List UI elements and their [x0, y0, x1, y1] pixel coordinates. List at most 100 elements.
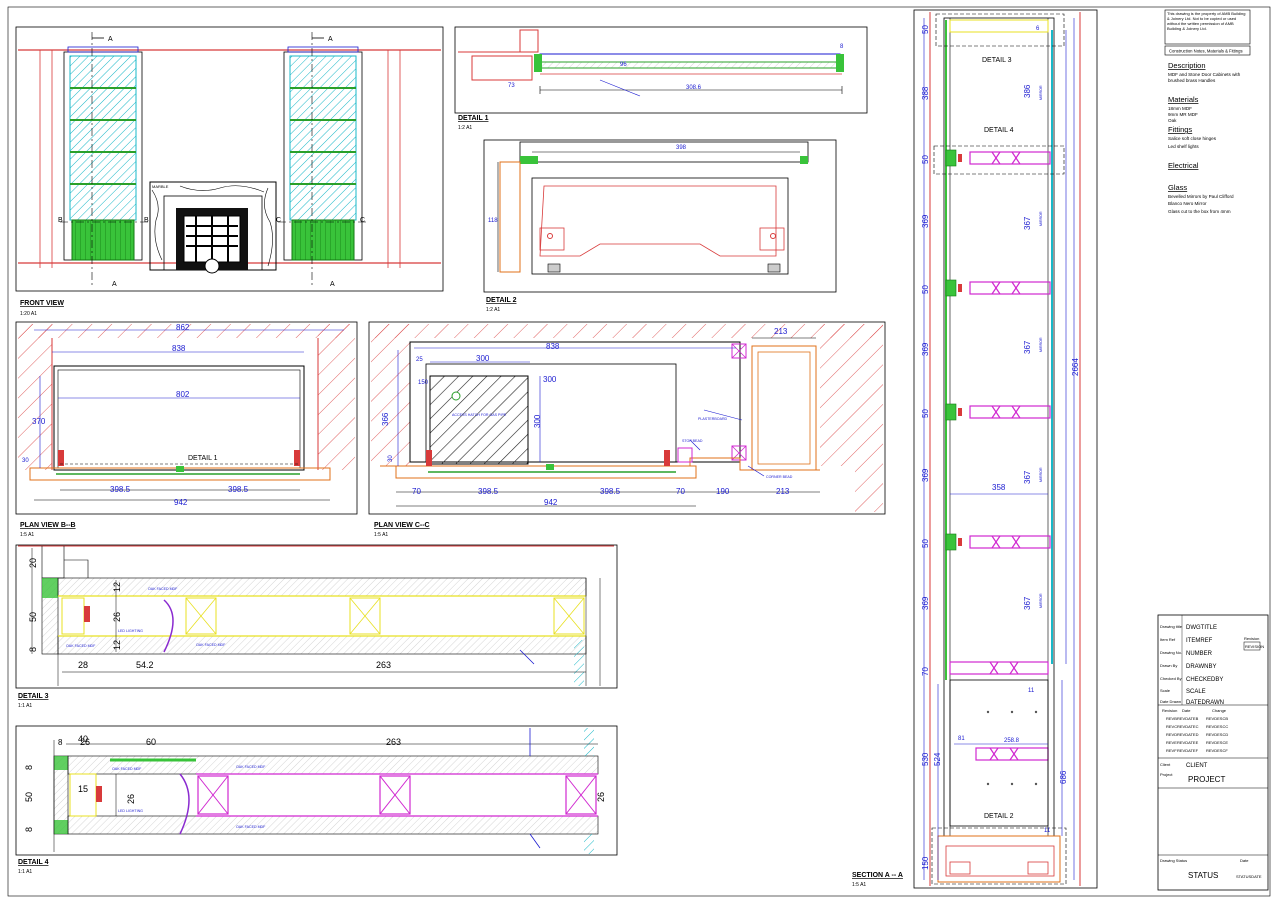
- dim-cc-838: 838: [546, 342, 560, 351]
- client-label: Client: [1160, 762, 1171, 767]
- label-detail-4: DETAIL 4: [18, 859, 49, 866]
- dim-s-2588: 258.8: [1004, 738, 1020, 744]
- marker-c-1: C: [276, 217, 281, 224]
- dim-bb-370: 370: [32, 417, 46, 426]
- detail-1: [454, 26, 868, 114]
- dim-s-50b: 50: [921, 155, 930, 164]
- dim-d3-263: 263: [376, 660, 391, 670]
- dim-s-11a: 11: [1028, 688, 1035, 694]
- section-aa: [913, 9, 1098, 889]
- detail-2: [483, 139, 837, 293]
- dim-cc-70a: 70: [412, 487, 421, 496]
- dim-bb-802: 802: [176, 390, 190, 399]
- dim-d4-8: 8: [58, 738, 63, 747]
- callout-access-hatch: ACCESS HATCH FOR GAS PIPE: [452, 413, 507, 417]
- copyright-text: This drawing is the property of AMB Buil…: [1167, 11, 1246, 31]
- tb-label-4: Checked By: [1160, 676, 1182, 681]
- dim-s-50d: 50: [921, 409, 930, 418]
- rev-desc-3: REVDESCE: [1206, 740, 1228, 745]
- dim-s-524: 524: [933, 752, 942, 766]
- dim-d3-20: 20: [28, 558, 38, 568]
- marker-a-1: A: [108, 36, 113, 43]
- callout-s-detail-4: DETAIL 4: [984, 127, 1014, 134]
- dim-cc-150: 150: [418, 380, 429, 386]
- tb-value-0: DWGTITLE: [1186, 625, 1217, 631]
- dim-d1-96: 96: [620, 62, 627, 68]
- materials-line-1: 18mm MDF: [1168, 106, 1192, 111]
- electrical-title: Electrical: [1168, 161, 1199, 170]
- marker-b-1: B: [58, 217, 63, 224]
- callout-s-mirror-2: MIRROR: [1039, 211, 1043, 226]
- dim-cc-25: 25: [416, 357, 423, 363]
- tb-label-5: Scale: [1160, 688, 1171, 693]
- callout-s-mirror-4: MIRROR: [1039, 467, 1043, 482]
- dim-s-367a: 367: [1023, 216, 1032, 230]
- dim-cc-300c: 300: [533, 414, 542, 428]
- tb-value-5: SCALE: [1186, 689, 1206, 695]
- description-title: Description: [1168, 61, 1206, 70]
- marker-a-2: A: [328, 36, 333, 43]
- tb-value-1: ITEMREF: [1186, 638, 1213, 644]
- dim-s-81: 81: [958, 736, 965, 742]
- project-label: Project: [1160, 772, 1173, 777]
- dim-d1-73: 73: [508, 83, 515, 89]
- marker-c-2: C: [360, 217, 365, 224]
- marker-a-4: A: [330, 281, 335, 288]
- dim-bb-862: 862: [176, 323, 190, 332]
- dim-bb-942: 942: [174, 498, 188, 507]
- dim-cc-3985b: 398.5: [600, 487, 621, 496]
- tb-label-3: Drawn By: [1160, 663, 1177, 668]
- callout-plasterboard: PLASTERBOARD: [698, 417, 728, 421]
- scale-section-aa: 1:5 A1: [852, 882, 866, 888]
- rev-desc-1: REVDESCC: [1206, 724, 1228, 729]
- dim-d3-8: 8: [28, 647, 38, 652]
- callout-corner-bead: CORNER BEAD: [766, 475, 793, 479]
- materials-line-3: Oak: [1168, 118, 1177, 123]
- dim-d3-542: 54.2: [136, 660, 154, 670]
- callout-d3-oak-top: OAK FACED MDF: [148, 587, 178, 591]
- dim-s-367b: 367: [1023, 340, 1032, 354]
- dim-s-369a: 369: [921, 214, 930, 228]
- callout-d3-oak-bottom: OAK FACED MDF: [196, 643, 226, 647]
- label-plan-bb: PLAN VIEW B--B: [20, 522, 76, 529]
- rev-desc-0: REVDESCB: [1206, 716, 1228, 721]
- dim-s-369d: 369: [921, 596, 930, 610]
- dim-cc-366: 366: [381, 412, 390, 426]
- scale-detail-1: 1:2 A1: [458, 125, 472, 131]
- dim-d4-50: 50: [24, 792, 34, 802]
- fittings-title: Fittings: [1168, 125, 1192, 134]
- rev-header-1: Date: [1182, 708, 1191, 713]
- dim-d4-8b: 8: [24, 765, 34, 770]
- dim-s-388: 388: [921, 86, 930, 100]
- dim-bb-838: 838: [172, 344, 186, 353]
- dim-s-386: 386: [1023, 84, 1032, 98]
- tb-label-1: Item Ref: [1160, 637, 1176, 642]
- scale-detail-2: 1:2 A1: [486, 307, 500, 313]
- dim-s-6: 6: [1036, 26, 1040, 32]
- rev-0: REVB: [1166, 716, 1177, 721]
- rev-date-0: REVDATEB: [1177, 716, 1199, 721]
- dim-d3-50: 50: [28, 612, 38, 622]
- callout-marble: MARBLE: [152, 184, 169, 189]
- description-line-1: MDF and Stone Door Cabinets with: [1168, 72, 1241, 77]
- notes-header-box: [1164, 45, 1251, 56]
- dim-d3-26: 26: [112, 612, 122, 622]
- dim-d3-12a: 12: [112, 582, 122, 592]
- tb-value-4: CHECKEDBY: [1186, 677, 1223, 683]
- callout-stop-bead: STOP BEAD: [682, 439, 703, 443]
- rev-3: REVE: [1166, 740, 1177, 745]
- dim-d4-26c: 26: [596, 792, 606, 802]
- tb-label-6: Date Drawn: [1160, 699, 1181, 704]
- copyright-box: [1164, 9, 1251, 45]
- callout-d3-led: LED LIGHTING: [118, 629, 143, 633]
- scale-detail-4: 1:1 A1: [18, 869, 32, 875]
- dim-cc-190: 190: [716, 487, 730, 496]
- status-date-value: STATUSDATE: [1236, 874, 1262, 879]
- marker-a-3: A: [112, 281, 117, 288]
- dim-cc-70b: 70: [676, 487, 685, 496]
- marker-b-2: B: [144, 217, 149, 224]
- tb-value-6: DATEDRAWN: [1186, 700, 1224, 706]
- rev-desc-4: REVDESCF: [1206, 748, 1228, 753]
- front-view: [15, 26, 444, 292]
- tb-side-value: REVISION: [1245, 644, 1264, 649]
